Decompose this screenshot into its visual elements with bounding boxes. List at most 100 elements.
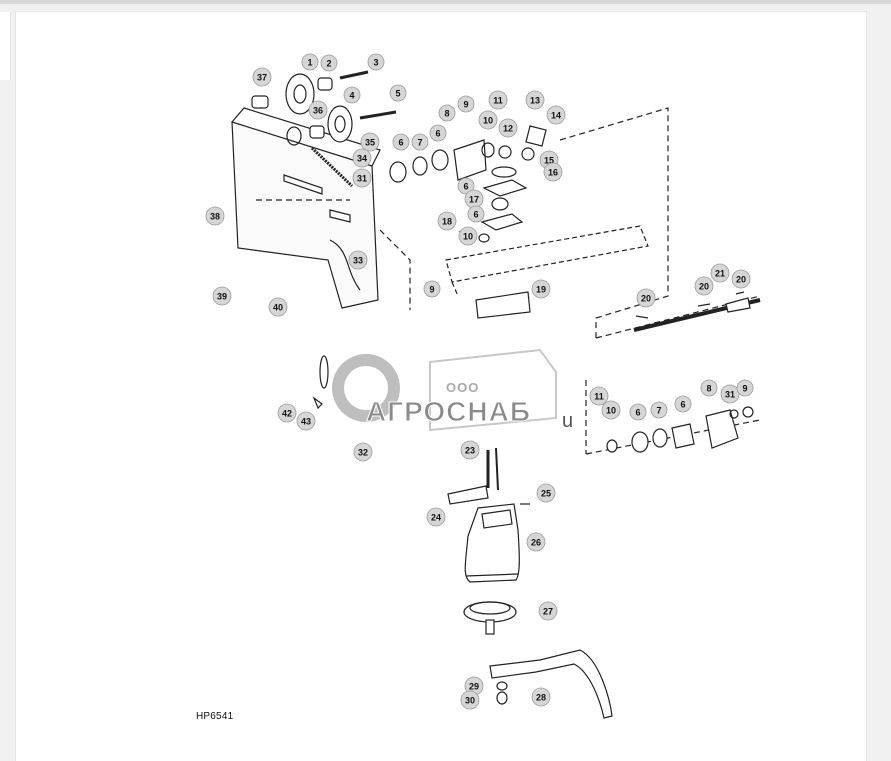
callout-number: 31 — [725, 390, 735, 400]
callout-36: 36 — [308, 100, 328, 120]
callout-14: 14 — [546, 105, 566, 125]
callout-number: 9 — [463, 100, 468, 110]
callout-number: 13 — [530, 96, 540, 106]
callout-number: 10 — [606, 406, 616, 416]
callout-43: 43 — [296, 411, 316, 431]
callout-7: 7 — [411, 133, 429, 151]
callout-8: 8 — [438, 104, 456, 122]
watermark-gear-icon — [332, 348, 557, 432]
callout-6: 6 — [457, 177, 475, 195]
callout-number: 29 — [469, 682, 479, 692]
pulley-lower — [327, 105, 353, 143]
callout-number: 35 — [365, 138, 375, 148]
callout-6: 6 — [392, 133, 410, 151]
callout-number: 26 — [531, 538, 541, 548]
callout-23: 23 — [460, 440, 480, 460]
callout-38: 38 — [205, 206, 225, 226]
callout-number: 6 — [463, 182, 468, 192]
callout-9: 9 — [457, 95, 475, 113]
callout-9: 9 — [423, 280, 441, 298]
callout-10: 10 — [478, 110, 498, 130]
callout-number: 33 — [353, 256, 363, 266]
callout-number: 6 — [473, 210, 478, 220]
callout-13: 13 — [525, 90, 545, 110]
callout-number: 8 — [706, 384, 711, 394]
callout-21: 21 — [710, 263, 730, 283]
callout-number: 34 — [357, 154, 367, 164]
callout-27: 27 — [538, 601, 558, 621]
callout-26: 26 — [526, 532, 546, 552]
watermark-brand-text: АГРОСНАБ — [366, 396, 531, 428]
callout-number: 17 — [469, 195, 479, 205]
diagram-code: HP6541 — [196, 711, 234, 722]
callout-6: 6 — [674, 395, 692, 413]
callout-25: 25 — [536, 483, 556, 503]
callout-number: 30 — [465, 696, 475, 706]
callout-number: 25 — [541, 489, 551, 499]
watermark-tail-text: u — [562, 410, 574, 432]
callout-number: 9 — [742, 384, 747, 394]
callout-3: 3 — [367, 53, 385, 71]
callout-31: 31 — [720, 384, 740, 404]
callout-number: 7 — [656, 406, 661, 416]
callout-4: 4 — [343, 86, 361, 104]
callout-number: 10 — [483, 116, 493, 126]
callout-number: 2 — [326, 59, 331, 69]
left-panel-edge — [0, 12, 11, 80]
callout-5: 5 — [389, 84, 407, 102]
callout-1: 1 — [301, 53, 319, 71]
callout-39: 39 — [212, 286, 232, 306]
callout-10: 10 — [458, 226, 478, 246]
top-bar — [0, 0, 891, 4]
callout-9: 9 — [736, 379, 754, 397]
callout-number: 20 — [699, 282, 709, 292]
callout-33: 33 — [348, 250, 368, 270]
callout-18: 18 — [437, 211, 457, 231]
callout-number: 38 — [210, 212, 220, 222]
callout-28: 28 — [531, 687, 551, 707]
callout-10: 10 — [601, 400, 621, 420]
callout-number: 18 — [442, 217, 452, 227]
callout-number: 4 — [349, 91, 354, 101]
callout-number: 31 — [357, 174, 367, 184]
callout-number: 40 — [273, 303, 283, 313]
callout-16: 16 — [543, 162, 563, 182]
callout-2: 2 — [320, 54, 338, 72]
callout-20: 20 — [694, 276, 714, 296]
callout-34: 34 — [352, 148, 372, 168]
callout-20: 20 — [731, 269, 751, 289]
pulley-upper — [285, 73, 315, 115]
callout-number: 37 — [257, 73, 267, 83]
callout-30: 30 — [460, 690, 480, 710]
callout-12: 12 — [498, 118, 518, 138]
callout-31: 31 — [352, 168, 372, 188]
callout-number: 7 — [417, 138, 422, 148]
callout-number: 39 — [217, 292, 227, 302]
callout-11: 11 — [589, 386, 609, 406]
callout-32: 32 — [353, 442, 373, 462]
callout-number: 11 — [594, 392, 604, 402]
callout-number: 11 — [493, 96, 503, 106]
callout-number: 23 — [465, 446, 475, 456]
callout-7: 7 — [650, 401, 668, 419]
callout-number: 28 — [536, 693, 546, 703]
callout-number: 3 — [373, 58, 378, 68]
callout-number: 21 — [715, 269, 725, 279]
callout-number: 19 — [536, 285, 546, 295]
callout-40: 40 — [268, 297, 288, 317]
callout-8: 8 — [700, 379, 718, 397]
callout-19: 19 — [531, 279, 551, 299]
callout-24: 24 — [426, 507, 446, 527]
callout-number: 9 — [429, 285, 434, 295]
side-panel — [231, 121, 379, 309]
gear-housing — [464, 503, 520, 583]
spreader-arm — [489, 649, 613, 719]
callout-number: 27 — [543, 607, 553, 617]
callout-37: 37 — [252, 67, 272, 87]
callout-number: 6 — [635, 408, 640, 418]
callout-number: 36 — [313, 106, 323, 116]
callout-35: 35 — [360, 132, 380, 152]
callout-number: 16 — [548, 168, 558, 178]
callout-number: 43 — [301, 417, 311, 427]
callout-20: 20 — [636, 288, 656, 308]
